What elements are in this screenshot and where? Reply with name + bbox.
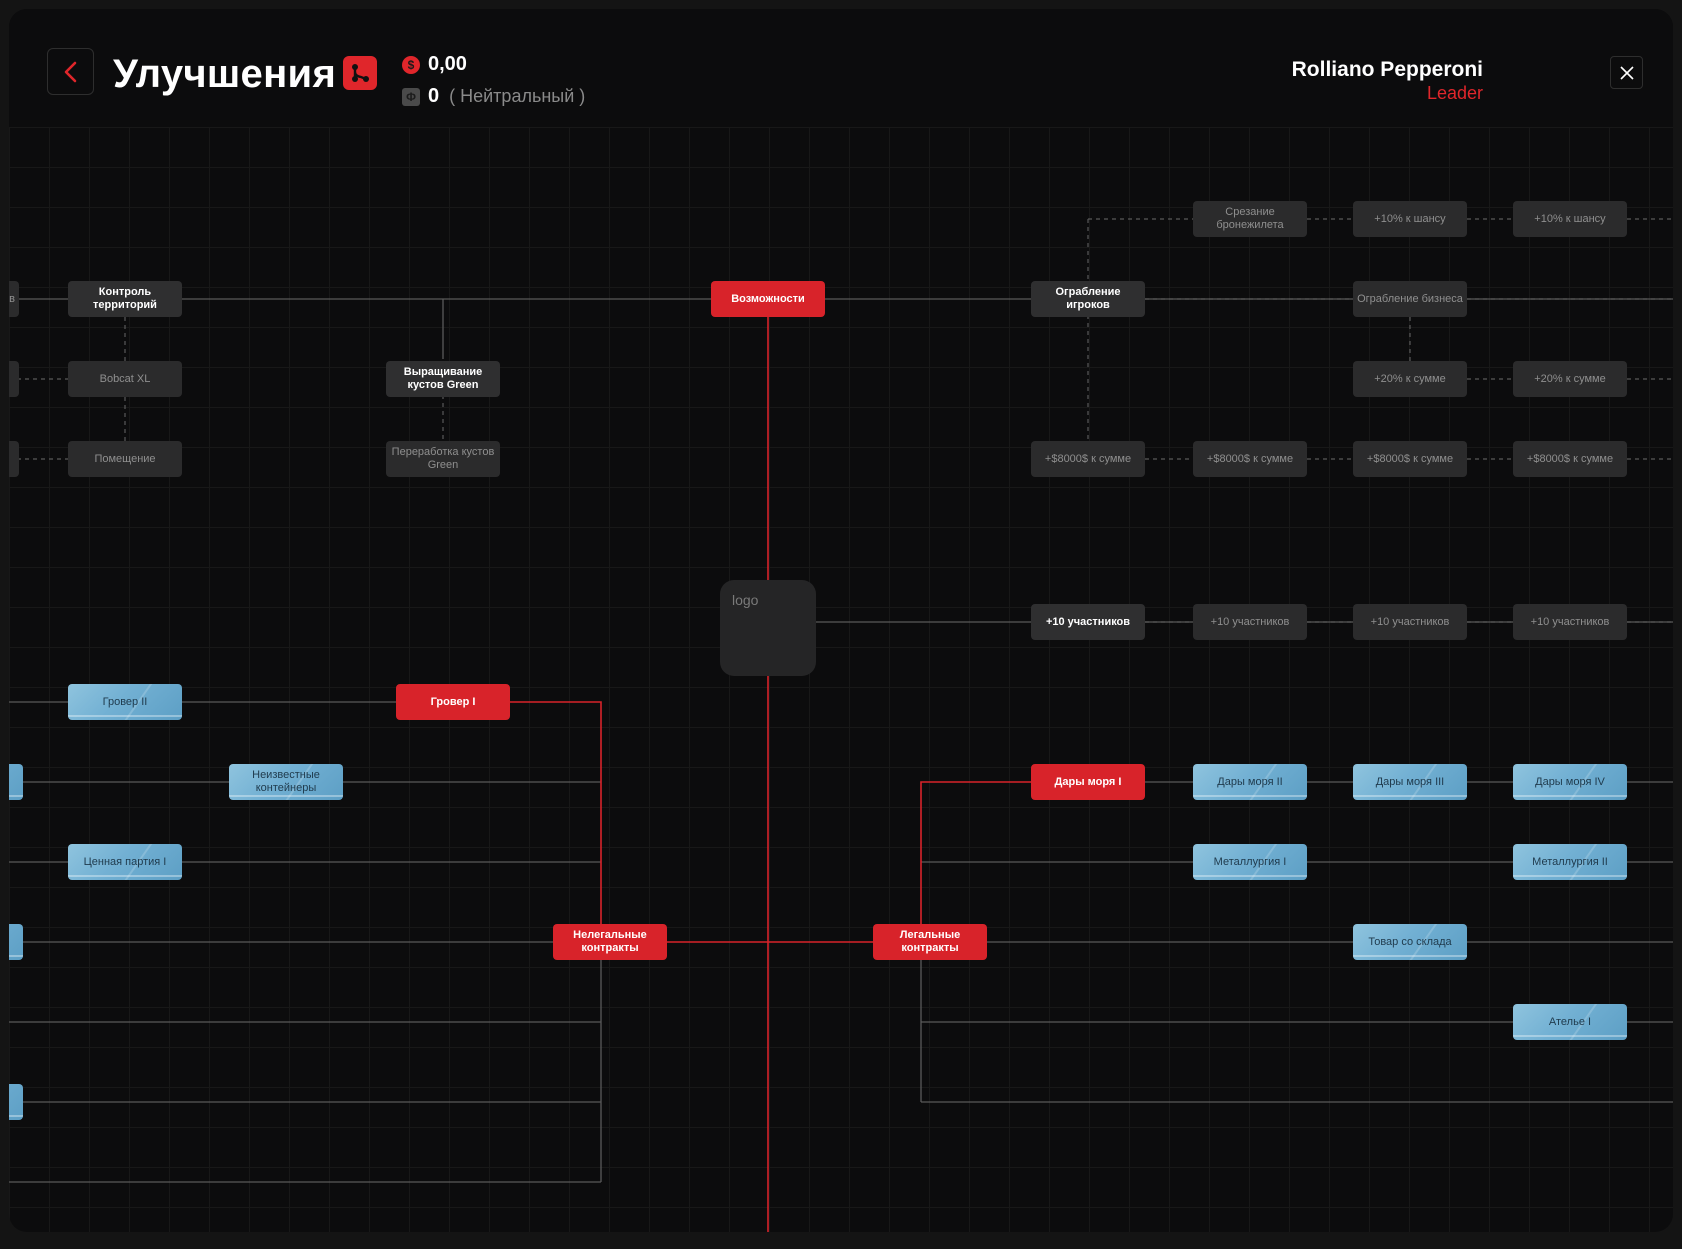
- upgrade-node-pererabotka[interactable]: Переработка кустов Green: [386, 441, 500, 477]
- logo-alt-text: logo: [732, 592, 759, 608]
- header-bar: Улучшения $ 0,00 Φ 0 ( Нейтральный ) Rol…: [9, 9, 1673, 127]
- node-label: +$8000$ к сумме: [1366, 452, 1454, 465]
- upgrade-node-kontrol-territoriy[interactable]: Контроль территорий: [68, 281, 182, 317]
- upgrade-node-tovar-so-sklada[interactable]: Товар со склада: [1353, 924, 1467, 960]
- node-label: Дары моря III: [1375, 775, 1445, 788]
- node-label: Металлургия I: [1213, 855, 1287, 868]
- player-role: Leader: [1426, 83, 1483, 103]
- reputation-balance: Φ 0 ( Нейтральный ): [402, 85, 585, 108]
- upgrade-node-bobcat[interactable]: Bobcat XL: [68, 361, 182, 397]
- node-label: Bobcat XL: [99, 372, 151, 385]
- node-label: Нелегальные контракты: [573, 929, 647, 954]
- node-label: Дары моря II: [1217, 775, 1283, 788]
- node-label: +10 участников: [1530, 615, 1610, 628]
- money-value: 0,00: [428, 53, 467, 75]
- close-icon: [1619, 65, 1634, 80]
- node-label: Возможности: [731, 292, 805, 305]
- chevron-left-icon: [64, 61, 76, 82]
- node-label: Металлургия II: [1532, 855, 1608, 868]
- upgrade-node-offscreen[interactable]: [9, 924, 23, 960]
- upgrade-node-uchastniki[interactable]: +10 участников: [1513, 604, 1627, 640]
- node-label: Дары моря I: [1054, 775, 1122, 788]
- node-label: +$8000$ к сумме: [1206, 452, 1294, 465]
- upgrade-node-uchastniki[interactable]: +10 участников: [1031, 604, 1145, 640]
- upgrade-node-vozmozhnosti[interactable]: Возможности: [711, 281, 825, 317]
- upgrade-node-offscreen[interactable]: [9, 1084, 23, 1120]
- upgrade-node-uchastniki[interactable]: +10 участников: [1193, 604, 1307, 640]
- page-title: Улучшения: [113, 52, 337, 96]
- upgrade-node-dary-morya-4[interactable]: Дары моря IV: [1513, 764, 1627, 800]
- upgrade-tree-connections: [9, 218, 1673, 1232]
- reputation-status: ( Нейтральный ): [449, 86, 586, 106]
- upgrade-node-vyrashchivanie[interactable]: Выращивание кустов Green: [386, 361, 500, 397]
- node-label: Переработка кустов Green: [391, 446, 495, 471]
- node-label: Помещение: [94, 452, 156, 465]
- upgrade-node-dary-morya-1[interactable]: Дары моря I: [1031, 764, 1145, 800]
- upgrade-node-legalnye-kontrakty[interactable]: Легальные контракты: [873, 924, 987, 960]
- node-label: +$8000$ к сумме: [1526, 452, 1614, 465]
- upgrade-node-atele[interactable]: Ателье I: [1513, 1004, 1627, 1040]
- upgrade-node-grover-2[interactable]: Гровер II: [68, 684, 182, 720]
- upgrade-node-offscreen[interactable]: [9, 764, 23, 800]
- money-balance: $ 0,00: [402, 53, 467, 76]
- upgrade-node-ograblenie-biznesa[interactable]: Ограбление бизнеса: [1353, 281, 1467, 317]
- upgrade-node-summa-20[interactable]: +20% к сумме: [1513, 361, 1627, 397]
- upgrade-node-grover-1[interactable]: Гровер I: [396, 684, 510, 720]
- node-label: +20% к сумме: [1534, 372, 1606, 385]
- upgrade-node-shans[interactable]: +10% к шансу: [1513, 201, 1627, 237]
- upgrade-node-shans[interactable]: +10% к шансу: [1353, 201, 1467, 237]
- upgrade-node-metallurgiya-2[interactable]: Металлургия II: [1513, 844, 1627, 880]
- node-label: +10% к шансу: [1534, 212, 1606, 225]
- node-label: +10 участников: [1045, 615, 1131, 628]
- node-label: Контроль территорий: [93, 286, 157, 311]
- upgrade-node-offscreen[interactable]: [9, 441, 19, 477]
- node-label: +$8000$ к сумме: [1044, 452, 1132, 465]
- close-button[interactable]: [1610, 56, 1643, 89]
- upgrade-node-offscreen[interactable]: [9, 361, 19, 397]
- node-label: Ателье I: [1548, 1015, 1592, 1028]
- upgrade-node-srezanie[interactable]: Срезание бронежилета: [1193, 201, 1307, 237]
- node-label: Легальные контракты: [899, 929, 961, 954]
- node-label: Срезание бронежилета: [1216, 206, 1284, 231]
- upgrade-node-dary-morya-2[interactable]: Дары моря II: [1193, 764, 1307, 800]
- node-label: Дары моря IV: [1535, 775, 1605, 788]
- upgrade-node-ograblenie-igrokov[interactable]: Ограбление игроков: [1031, 281, 1145, 317]
- back-button[interactable]: [47, 48, 94, 95]
- upgrade-node-summa-8000[interactable]: +$8000$ к сумме: [1193, 441, 1307, 477]
- upgrade-node-summa-8000[interactable]: +$8000$ к сумме: [1353, 441, 1467, 477]
- node-label: Товар со склада: [1368, 935, 1452, 948]
- phi-icon: Φ: [402, 87, 420, 106]
- node-label: Выращивание кустов Green: [403, 366, 483, 391]
- upgrade-tree-icon: [343, 56, 377, 90]
- upgrade-node-nelegalnye-kontrakty[interactable]: Нелегальные контракты: [553, 924, 667, 960]
- node-label: Гровер I: [430, 695, 476, 708]
- upgrade-node-neizvestnye-konteynery[interactable]: Неизвестные контейнеры: [229, 764, 343, 800]
- upgrade-node-cennaya-partiya[interactable]: Ценная партия I: [68, 844, 182, 880]
- upgrade-node-metallurgiya-1[interactable]: Металлургия I: [1193, 844, 1307, 880]
- upgrade-node-summa-8000[interactable]: +$8000$ к сумме: [1513, 441, 1627, 477]
- upgrade-node-offscreen[interactable]: ов: [9, 281, 19, 317]
- reputation-value: 0: [428, 85, 440, 107]
- node-label: Неизвестные контейнеры: [252, 769, 320, 794]
- node-label: +10% к шансу: [1374, 212, 1446, 225]
- node-label: Ограбление игроков: [1055, 286, 1121, 311]
- player-name: Rolliano Pepperoni: [1291, 58, 1483, 81]
- upgrade-node-summa-20[interactable]: +20% к сумме: [1353, 361, 1467, 397]
- upgrades-panel: Улучшения $ 0,00 Φ 0 ( Нейтральный ) Rol…: [9, 9, 1673, 1232]
- node-label: Ограбление бизнеса: [1357, 292, 1463, 305]
- node-label: Ценная партия I: [83, 855, 167, 868]
- node-label: ов: [9, 292, 15, 305]
- node-label: +10 участников: [1210, 615, 1290, 628]
- upgrade-node-pomeshchenie[interactable]: Помещение: [68, 441, 182, 477]
- node-label: Гровер II: [102, 695, 148, 708]
- upgrade-node-uchastniki[interactable]: +10 участников: [1353, 604, 1467, 640]
- node-label: +20% к сумме: [1374, 372, 1446, 385]
- dollar-icon: $: [402, 55, 420, 74]
- upgrade-node-dary-morya-3[interactable]: Дары моря III: [1353, 764, 1467, 800]
- upgrade-node-summa-8000[interactable]: +$8000$ к сумме: [1031, 441, 1145, 477]
- center-logo: logo: [720, 580, 816, 676]
- node-label: +10 участников: [1370, 615, 1450, 628]
